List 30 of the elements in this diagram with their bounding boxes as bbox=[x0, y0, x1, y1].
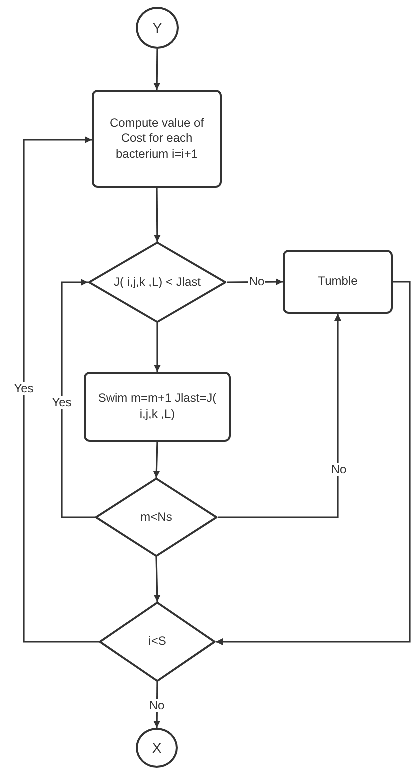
arrow bbox=[23, 136, 99, 643]
decision-diamond bbox=[88, 242, 227, 323]
process-box bbox=[92, 90, 222, 188]
process-box bbox=[283, 250, 393, 314]
arrow bbox=[154, 188, 161, 242]
process-box bbox=[84, 372, 231, 442]
edge-label: Yes bbox=[13, 382, 35, 396]
decision-diamond bbox=[99, 602, 216, 682]
connector-circle bbox=[136, 7, 179, 49]
decision-diamond bbox=[95, 478, 218, 557]
arrow bbox=[153, 442, 160, 478]
arrow bbox=[216, 281, 411, 646]
arrow bbox=[218, 314, 342, 518]
edge-label: No bbox=[148, 699, 166, 713]
node-text: m<Ns bbox=[140, 510, 172, 526]
connector-circle bbox=[136, 728, 178, 768]
arrow bbox=[154, 323, 161, 372]
edge-label: Yes bbox=[51, 396, 73, 410]
node-text: Compute value of Cost for each bacterium i=i+1 bbox=[108, 116, 206, 162]
node-text: X bbox=[152, 738, 162, 758]
edge-label: No bbox=[248, 275, 266, 289]
node-text: Y bbox=[152, 18, 162, 38]
arrow bbox=[61, 279, 95, 518]
edge-label: No bbox=[330, 463, 348, 477]
arrow bbox=[154, 556, 161, 602]
node-text: Tumble bbox=[318, 274, 358, 290]
arrow bbox=[154, 48, 161, 90]
node-text: i<S bbox=[148, 634, 166, 650]
node-text: J( i,j,k ,L) < Jlast bbox=[114, 274, 202, 290]
node-text: Swim m=m+1 Jlast=J( i,j,k ,L) bbox=[97, 391, 218, 423]
